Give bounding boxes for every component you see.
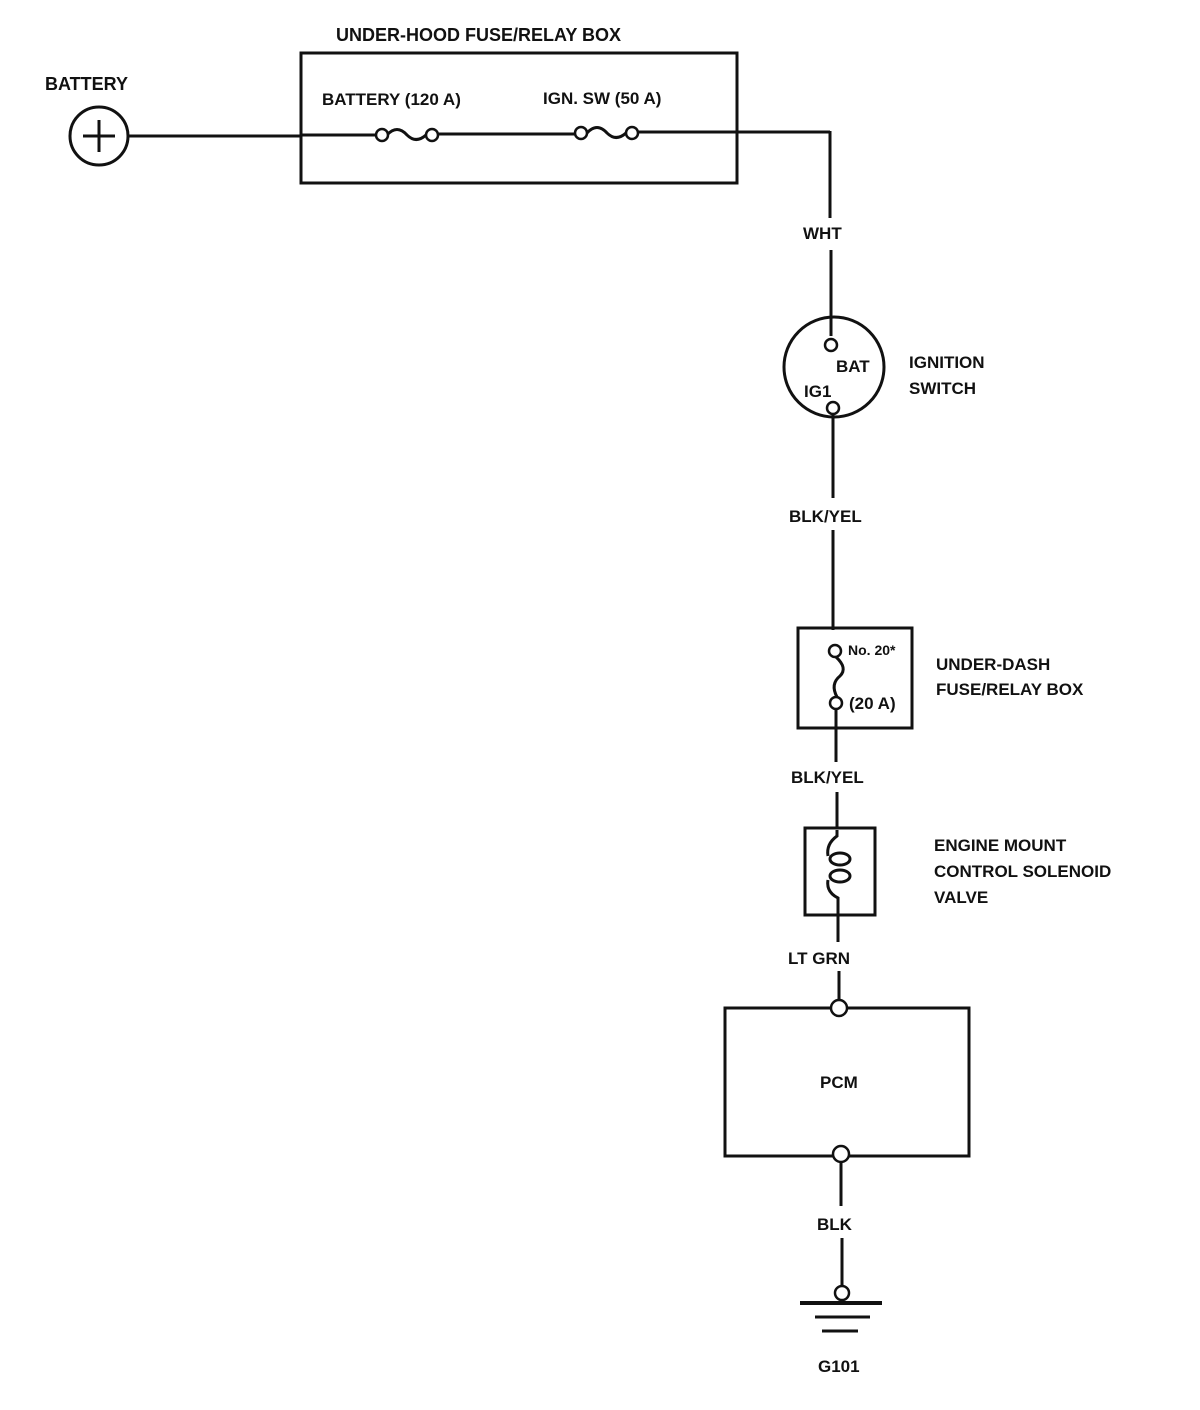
coil-icon (828, 851, 852, 884)
under-hood-box-outline (299, 51, 739, 185)
wire-label-ltgrn: LT GRN (788, 949, 850, 968)
fuse-battery-label: BATTERY (120 A) (322, 90, 461, 109)
engine-mount-control-solenoid-valve: ENGINE MOUNT CONTROL SOLENOID VALVE (803, 826, 1111, 917)
fuse-rating-label: (20 A) (849, 694, 896, 713)
under-hood-fuse-relay-box: UNDER-HOOD FUSE/RELAY BOX BATTERY (120 A… (299, 25, 830, 185)
terminal-ig1-label: IG1 (804, 382, 831, 401)
under-hood-box-label: UNDER-HOOD FUSE/RELAY BOX (336, 25, 621, 45)
pcm-terminal-top (829, 998, 849, 1018)
terminal-ig1 (825, 400, 841, 416)
battery-label: BATTERY (45, 74, 128, 94)
ignition-switch-label-2: SWITCH (909, 379, 976, 398)
coil-icon-lead-top (826, 830, 839, 857)
under-dash-fuse-relay-box: No. 20* (20 A) UNDER-DASH FUSE/RELAY BOX (796, 626, 1084, 730)
battery: BATTERY (45, 74, 130, 167)
under-dash-box-outline (796, 626, 914, 730)
under-dash-box-label-2: FUSE/RELAY BOX (936, 680, 1084, 699)
ground-terminal (833, 1284, 851, 1302)
fuse-ign-sw-label: IGN. SW (50 A) (543, 89, 661, 108)
wire-label-wht: WHT (803, 224, 842, 243)
under-dash-box-label-1: UNDER-DASH (936, 655, 1050, 674)
ignition-switch-label-1: IGNITION (909, 353, 985, 372)
solenoid-label-1: ENGINE MOUNT (934, 836, 1067, 855)
ground-icon (800, 1301, 882, 1333)
fuse-no20-terminal-top (827, 643, 843, 659)
coil-icon-lead-bottom (826, 879, 840, 914)
wire-label-blkyel-1: BLK/YEL (789, 507, 862, 526)
fuse-battery-120a (374, 127, 440, 143)
pcm-terminal-bottom (831, 1144, 851, 1164)
fuse-no20-element (832, 655, 845, 698)
solenoid-label-2: CONTROL SOLENOID (934, 862, 1111, 881)
fuse-number-label: No. 20* (848, 642, 896, 658)
wire-label-blkyel-2: BLK/YEL (791, 768, 864, 787)
pcm: PCM (723, 998, 971, 1164)
solenoid-label-3: VALVE (934, 888, 988, 907)
pcm-label: PCM (820, 1073, 858, 1092)
fuse-no20-terminal-bottom (828, 695, 844, 711)
ignition-switch: BAT IG1 IGNITION SWITCH (782, 315, 985, 419)
wire-label-blk: BLK (817, 1215, 853, 1234)
plus-icon (83, 120, 115, 152)
solenoid-outline (803, 826, 877, 917)
fuse-ign-sw-50a (573, 125, 640, 141)
terminal-bat (823, 337, 839, 353)
ground-label: G101 (818, 1357, 860, 1376)
terminal-bat-label: BAT (836, 357, 870, 376)
ground-g101: G101 (800, 1284, 882, 1376)
